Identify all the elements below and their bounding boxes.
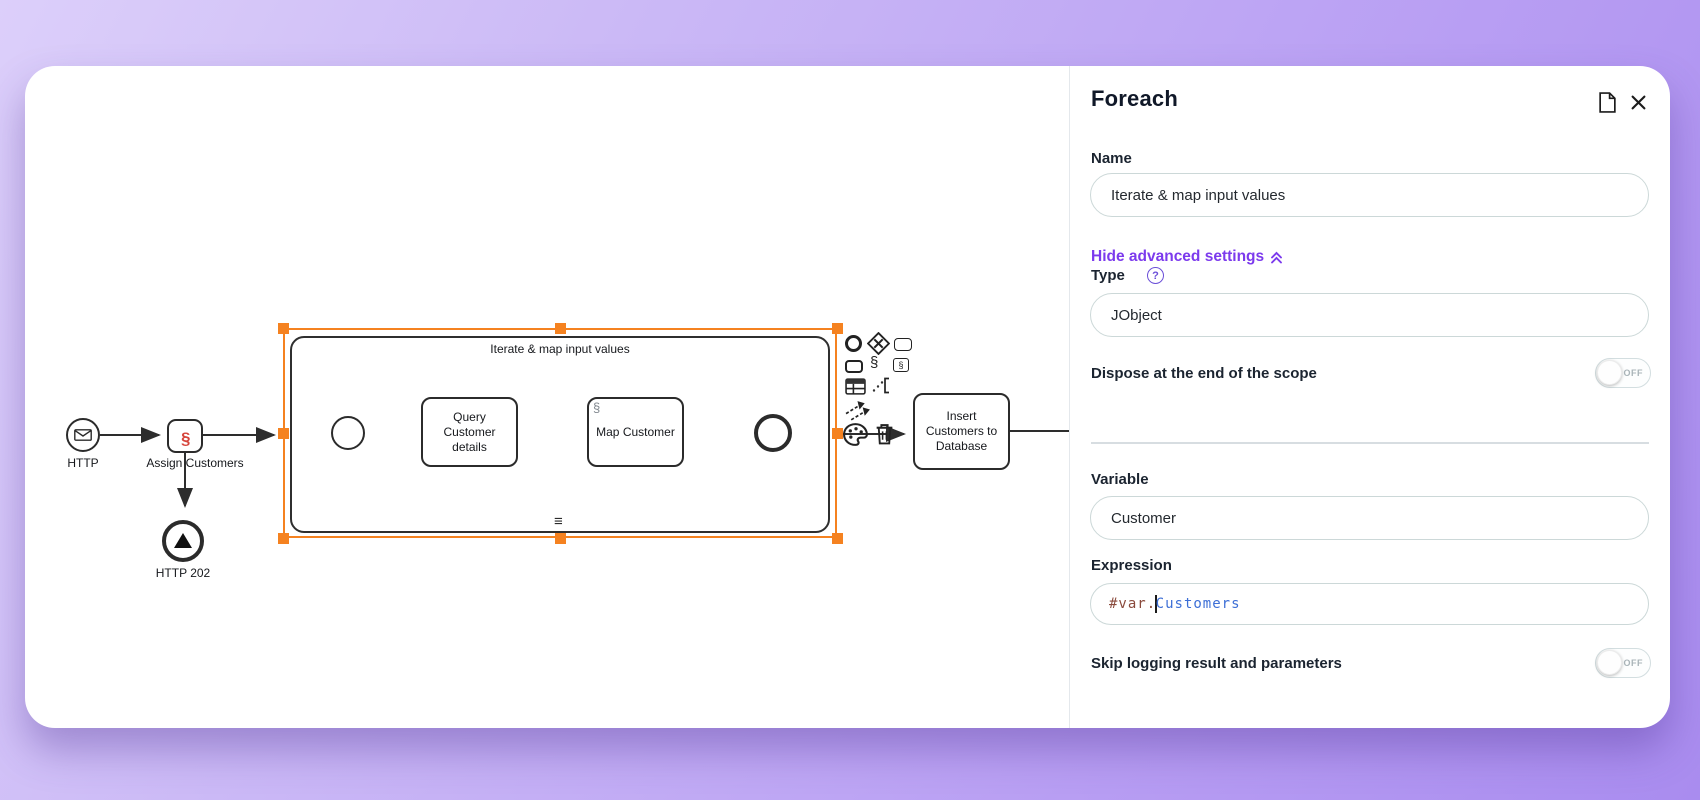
selection-outline (283, 328, 837, 538)
script-marker-icon: § (593, 400, 601, 415)
query-customer-task[interactable]: Query Customer details (421, 397, 518, 467)
selection-handle[interactable] (278, 428, 289, 439)
task-icon[interactable] (894, 338, 912, 351)
inner-start-event[interactable] (331, 416, 365, 450)
envelope-icon (68, 420, 98, 450)
panel-divider (1069, 66, 1070, 728)
end-event-icon[interactable] (845, 335, 862, 352)
selection-handle[interactable] (278, 533, 289, 544)
http-start-event[interactable] (66, 418, 100, 452)
selection-handle[interactable] (832, 428, 843, 439)
script-task-icon[interactable]: § (893, 358, 909, 372)
help-icon[interactable]: ? (1147, 267, 1164, 284)
http-202-end-event[interactable] (162, 520, 204, 562)
selection-handle[interactable] (555, 533, 566, 544)
selection-handle[interactable] (555, 323, 566, 334)
expression-input[interactable]: #var.Customers (1090, 583, 1649, 625)
script-marker-icon: § (181, 429, 191, 448)
dispose-label: Dispose at the end of the scope (1091, 365, 1317, 382)
section-divider (1091, 442, 1649, 444)
map-customer-label: Map Customer (596, 424, 675, 439)
toggle-state: OFF (1623, 658, 1643, 668)
expression-label: Expression (1091, 557, 1172, 574)
skip-logging-label: Skip logging result and parameters (1091, 655, 1342, 672)
editor-card: HTTP § Assign Customers HTTP 202 Iterate… (25, 66, 1670, 728)
inner-end-event[interactable] (754, 414, 792, 452)
table-icon[interactable] (845, 378, 866, 395)
selection-handle[interactable] (278, 323, 289, 334)
selection-handle[interactable] (832, 323, 843, 334)
embed-bracket-icon[interactable] (871, 376, 891, 395)
advanced-settings-label: Hide advanced settings (1091, 248, 1265, 265)
close-icon[interactable] (1628, 92, 1648, 112)
type-label: Type (1091, 267, 1125, 284)
type-input[interactable] (1090, 293, 1649, 337)
signal-triangle-icon (174, 532, 192, 548)
document-icon[interactable] (1596, 90, 1618, 114)
chevron-double-up-icon (1271, 251, 1283, 263)
foreach-subprocess-title: Iterate & map input values (490, 342, 630, 356)
foreach-subprocess[interactable]: Iterate & map input values ≡ (290, 336, 830, 533)
variable-input[interactable] (1090, 496, 1649, 540)
workflow-canvas[interactable]: HTTP § Assign Customers HTTP 202 Iterate… (25, 66, 1069, 728)
menu-hamburger-icon[interactable]: ≡ (554, 513, 563, 530)
toggle-knob (1597, 360, 1622, 385)
panel-title: Foreach (1091, 86, 1178, 111)
toggle-knob (1597, 650, 1622, 675)
trash-icon[interactable] (875, 423, 894, 445)
query-customer-label: Query Customer details (443, 409, 496, 454)
insert-customers-label: Insert Customers to Database (925, 409, 998, 453)
script-icon[interactable]: § (870, 354, 879, 371)
connect-arrows-icon[interactable] (845, 400, 872, 421)
variable-label: Variable (1091, 471, 1149, 488)
http-202-label: HTTP 202 (155, 566, 211, 580)
palette-icon[interactable] (842, 422, 869, 447)
text-caret (1155, 595, 1157, 613)
toggle-state: OFF (1623, 368, 1643, 378)
skip-logging-toggle[interactable]: OFF (1595, 648, 1651, 678)
gateway-icon[interactable] (867, 332, 890, 355)
name-input[interactable] (1090, 173, 1649, 217)
dispose-toggle[interactable]: OFF (1595, 358, 1651, 388)
selection-handle[interactable] (832, 533, 843, 544)
assign-customers-label: Assign Customers (146, 456, 244, 470)
insert-customers-task[interactable]: Insert Customers to Database (913, 393, 1010, 470)
expression-value: Customers (1155, 596, 1241, 612)
advanced-settings-link[interactable]: Hide advanced settings (1091, 248, 1283, 266)
expression-prefix: #var. (1109, 596, 1157, 612)
task-bold-icon[interactable] (845, 360, 863, 373)
http-start-label: HTTP (67, 456, 99, 470)
assign-customers-task[interactable] (167, 419, 203, 453)
map-customer-task[interactable]: Map Customer (587, 397, 684, 467)
name-label: Name (1091, 150, 1132, 167)
